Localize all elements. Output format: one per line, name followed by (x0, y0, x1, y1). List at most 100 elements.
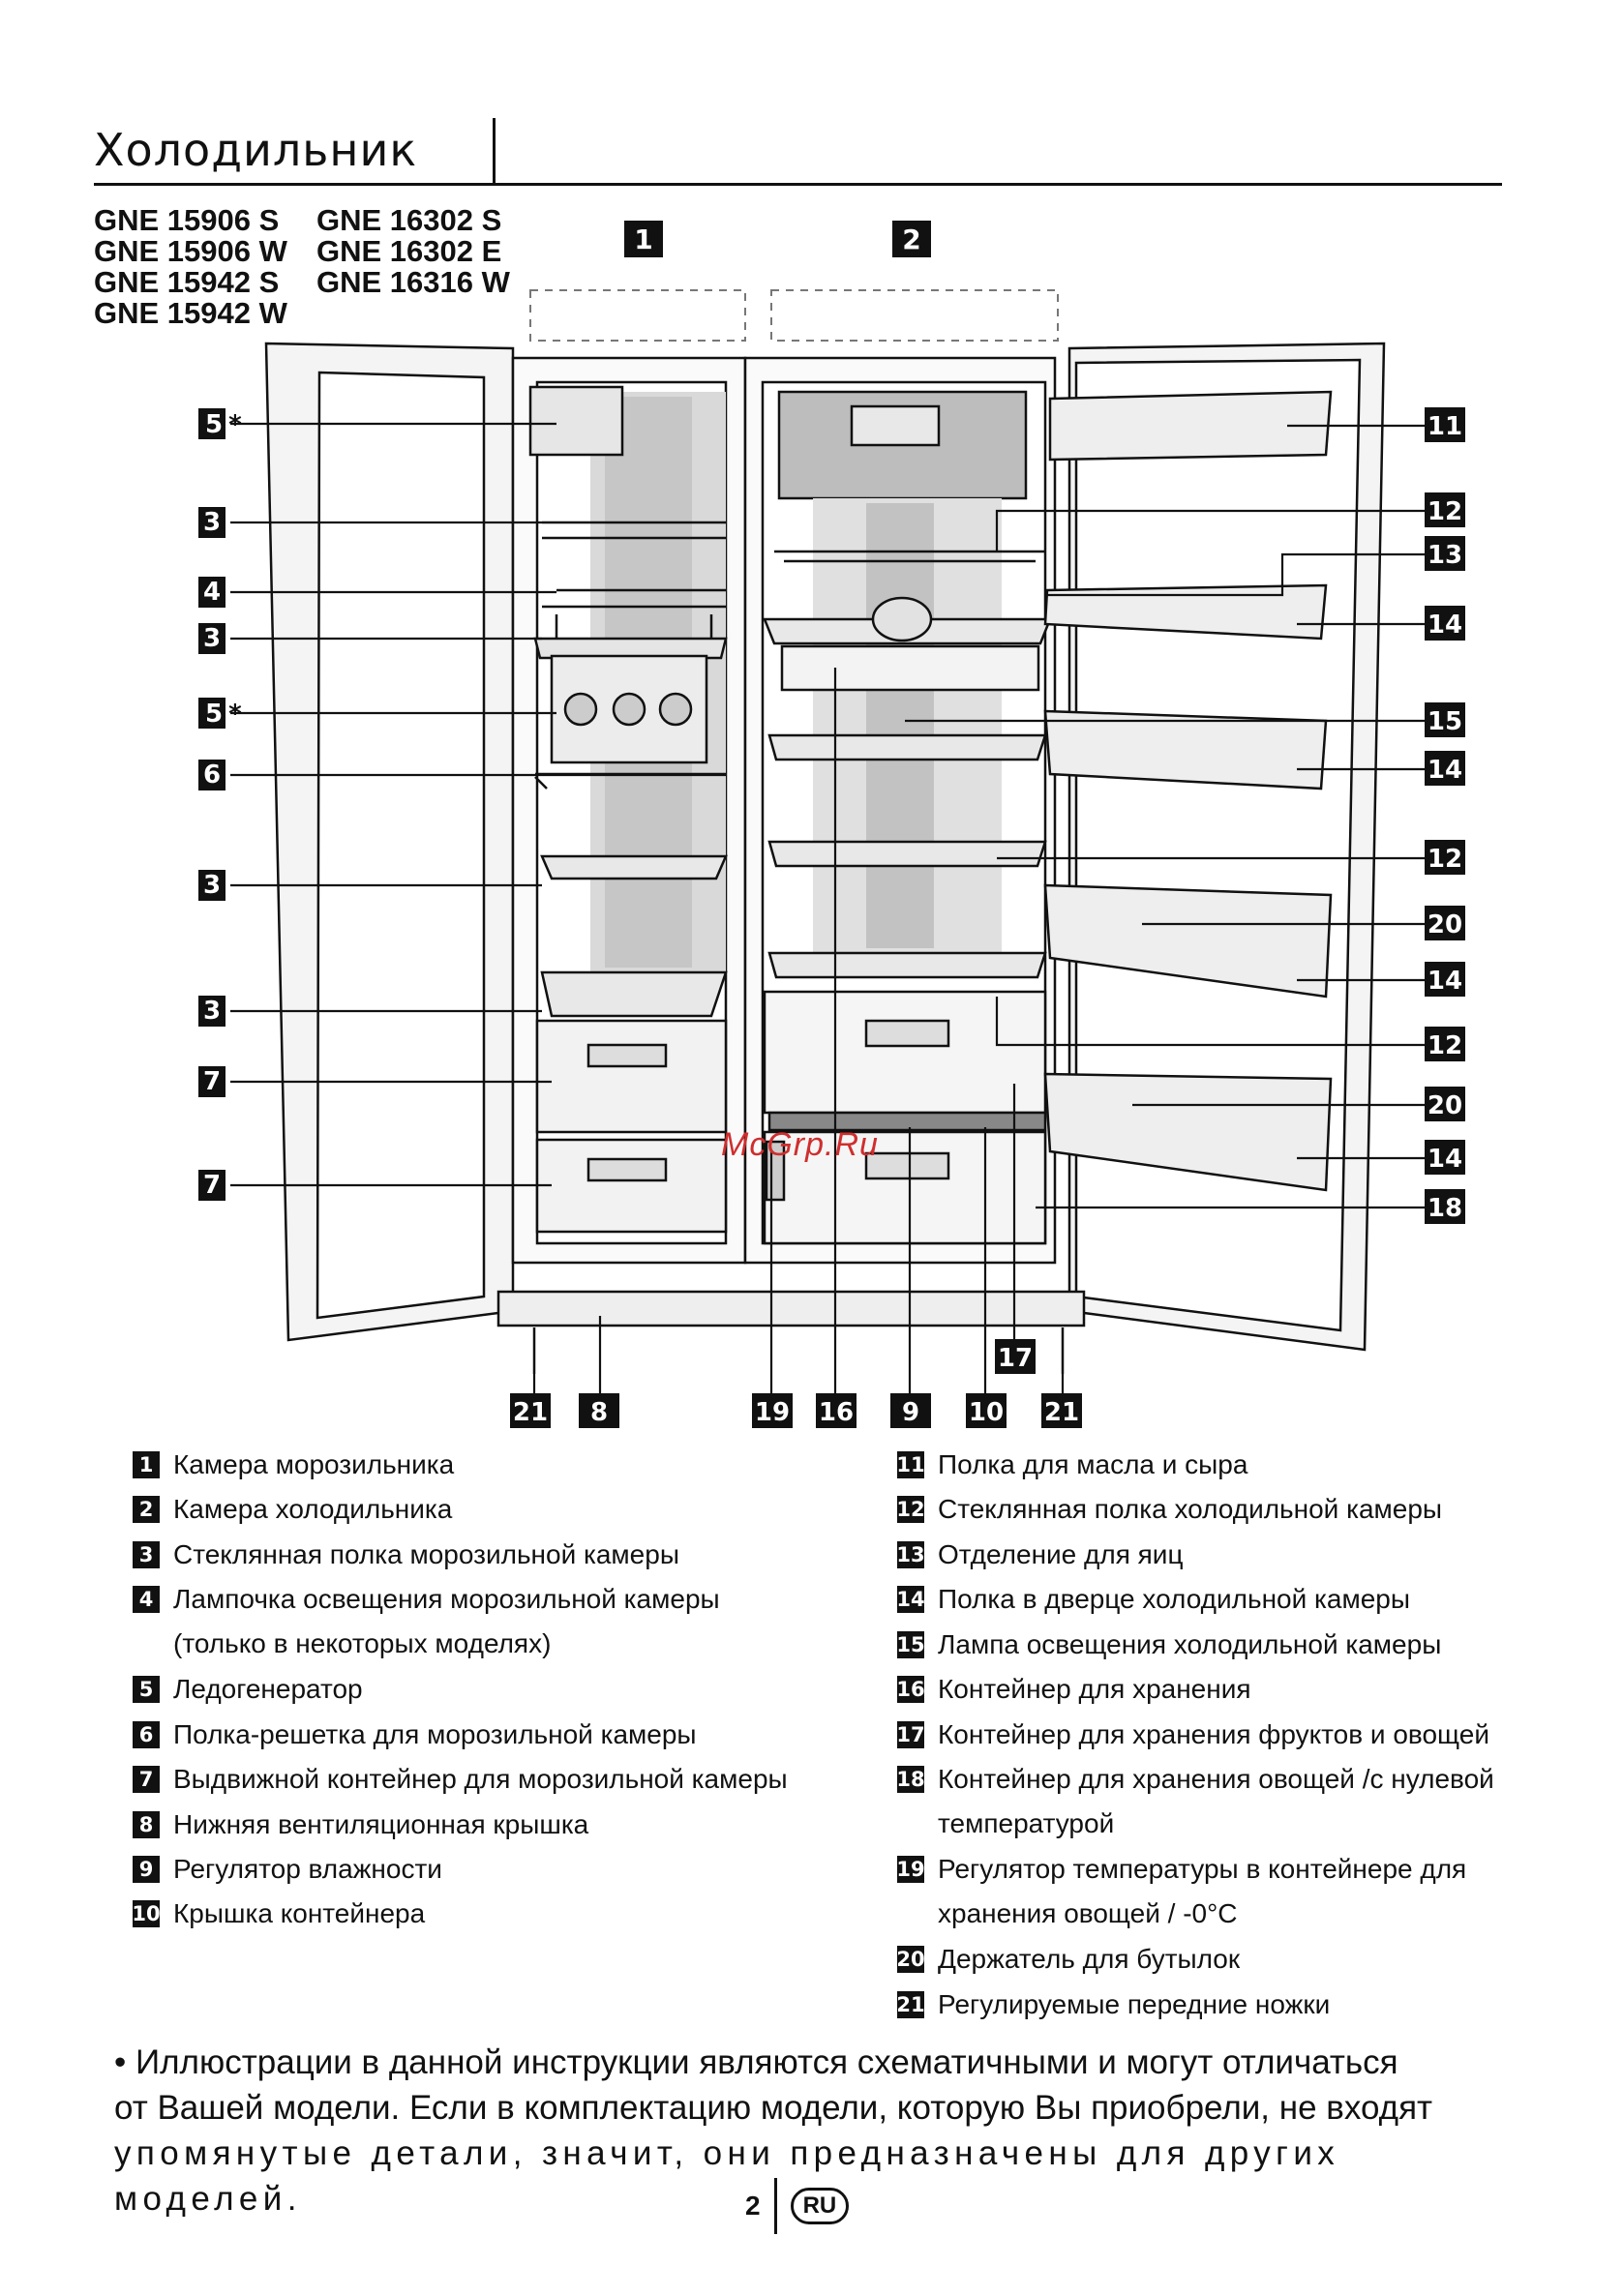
legend-number-badge: 19 (896, 1856, 925, 1883)
legend-text: Контейнер для хранения (938, 1674, 1251, 1704)
callout-left-4-box (198, 623, 225, 654)
legend-item: 12 Стеклянная полка холодильной камеры (896, 1487, 1443, 1532)
callout-right-9-box (1425, 962, 1465, 997)
legend-text: Стеклянная полка холодильной камеры (938, 1494, 1443, 1524)
legend-text: Регулятор влажности (173, 1854, 442, 1884)
legend-text: Ледогенератор (173, 1674, 363, 1704)
watermark: McGrp.Ru (721, 1126, 879, 1163)
legend-number-badge: 8 (133, 1811, 160, 1838)
callout-left-9: 7 (203, 1067, 221, 1096)
model-name: GNE 15942 S (94, 265, 280, 299)
callout-bottom-2-box (579, 1393, 619, 1428)
note-line: от Вашей модели. Если в комплектацию мод… (114, 2089, 1433, 2127)
callout-left-3: 4 (203, 578, 221, 607)
legend-number-badge: 21 (896, 1991, 925, 2018)
callout-left-5-box (198, 698, 225, 729)
callout-right-9: 14 (1428, 967, 1462, 996)
legend-text: Нижняя вентиляционная крышка (173, 1809, 589, 1839)
footer-divider (773, 2178, 777, 2234)
legend-number-badge: 1 (133, 1451, 160, 1478)
legend-number-badge: 3 (133, 1541, 160, 1568)
callout-right-5-box (1425, 702, 1465, 737)
callout-left-7: 3 (203, 871, 221, 900)
callout-right-8-box (1425, 906, 1465, 940)
callout-right-13: 18 (1428, 1194, 1462, 1223)
title-separator (493, 118, 496, 186)
note-line: упомянутые детали, значит, они предназна… (114, 2134, 1340, 2218)
note-line: • Иллюстрации в данной инструкции являют… (114, 2043, 1398, 2081)
page-footer: 2 RU (745, 2177, 850, 2235)
model-name: GNE 16316 W (316, 265, 510, 299)
callout-bottom-2: 8 (590, 1398, 608, 1427)
callout-left-2: 3 (203, 508, 221, 537)
page-title: Холодильник (94, 124, 418, 176)
callout-bottom-3: 19 (755, 1398, 790, 1427)
callout-left-3-box (198, 577, 225, 608)
callout-left-10-box (198, 1170, 225, 1201)
legend-number-badge: 18 (896, 1766, 925, 1793)
callout-left-7-box (198, 870, 225, 901)
legend-text: Контейнер для хранения фруктов и овощей (938, 1719, 1489, 1749)
callout-left-4: 3 (203, 624, 221, 653)
callout-right-6: 14 (1428, 756, 1462, 785)
callout-right-10: 12 (1428, 1031, 1462, 1060)
callout-bottom-5-box (890, 1393, 931, 1428)
legend-text: Держатель для бутылок (938, 1944, 1241, 1974)
legend-item: 20 Держатель для бутылок (896, 1937, 1241, 1982)
legend-number-badge: 4 (133, 1586, 160, 1613)
legend-item: 16 Контейнер для хранения (896, 1667, 1251, 1712)
callout-right-11-box (1425, 1087, 1465, 1121)
legend-number-badge: 11 (896, 1451, 925, 1478)
callout-left-1: 5* (205, 410, 242, 439)
callout-right-12-box (1425, 1140, 1465, 1175)
callout-bottom-4: 16 (819, 1398, 854, 1427)
section-label-freezer: 1 (634, 224, 652, 255)
callout-right-4-box (1425, 606, 1465, 641)
legend-item: 6 Полка-решетка для морозильной камеры (133, 1713, 697, 1757)
legend-number-badge: 15 (896, 1631, 925, 1658)
legend-text: Лампа освещения холодильной камеры (938, 1629, 1442, 1659)
legend-number-badge: 20 (896, 1946, 925, 1973)
legend-number-badge: 13 (896, 1541, 925, 1568)
callout-bottom-5: 9 (902, 1398, 919, 1427)
callout-right-12: 14 (1428, 1145, 1462, 1174)
legend-text: Регулируемые передние ножки (938, 1989, 1331, 2019)
callout-right-5: 15 (1428, 707, 1462, 736)
legend-number-badge: 16 (896, 1676, 925, 1703)
legend-text: Выдвижной контейнер для морозильной каме… (173, 1764, 788, 1794)
callout-right-1: 11 (1428, 412, 1462, 441)
callout-right-2-box (1425, 492, 1465, 527)
callout-right-3-box (1425, 536, 1465, 571)
legend-text: Камера морозильника (173, 1449, 455, 1479)
callout-right-1-box (1425, 407, 1465, 442)
legend-number-badge: 17 (896, 1721, 925, 1748)
section-label-fridge: 2 (902, 224, 920, 255)
callout-left-6: 6 (203, 760, 221, 790)
callout-bottom-1-box (510, 1393, 551, 1428)
callout-bottom-6: 10 (969, 1398, 1004, 1427)
legend-text: Полка-решетка для морозильной камеры (173, 1719, 697, 1749)
callout-left-10: 7 (203, 1171, 221, 1200)
legend-item: 17 Контейнер для хранения фруктов и овоще… (896, 1713, 1489, 1757)
callout-right-13-box (1425, 1189, 1465, 1224)
language-badge: RU (790, 2188, 850, 2224)
callout-right-7: 12 (1428, 845, 1462, 874)
callout-right-4: 14 (1428, 611, 1462, 640)
legend-item: 9 Регулятор влажности (133, 1847, 442, 1892)
legend-text: Полка в дверце холодильной камеры (938, 1584, 1410, 1614)
legend-number-badge: 12 (896, 1496, 925, 1523)
disclaimer-note: • Иллюстрации в данной инструкции являют… (114, 2040, 1518, 2221)
legend-item: 8 Нижняя вентиляционная крышка (133, 1803, 588, 1847)
callout-left-6-box (198, 760, 225, 790)
callout-right-6-box (1425, 751, 1465, 786)
legend-number-badge: 9 (133, 1856, 160, 1883)
legend-number-badge: 6 (133, 1721, 160, 1748)
